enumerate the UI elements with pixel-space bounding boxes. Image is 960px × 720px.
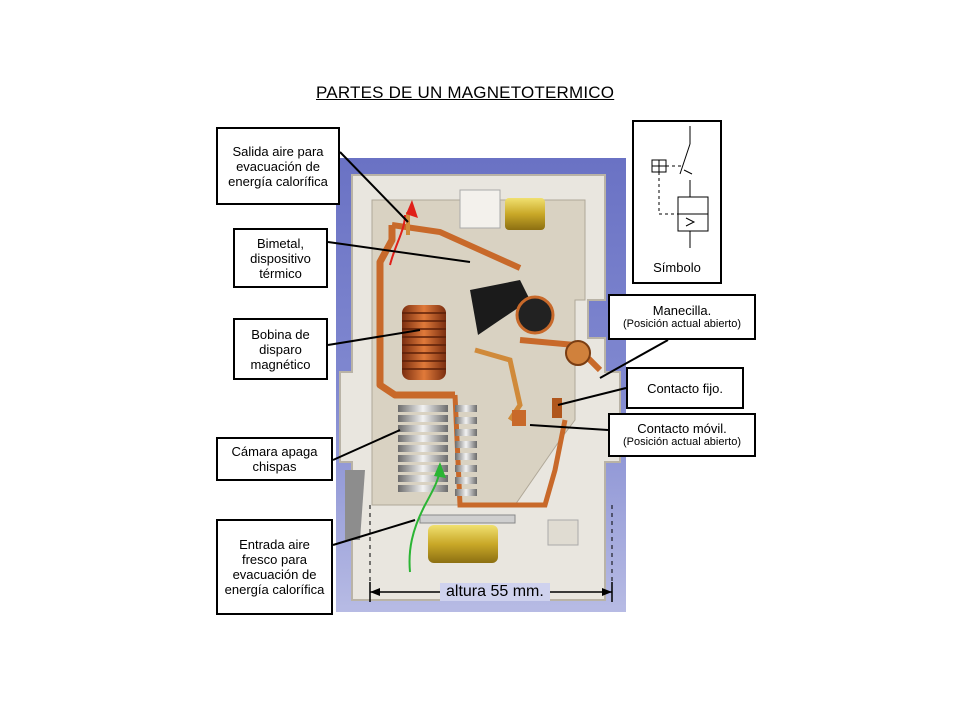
lever-pivot: [565, 340, 591, 366]
label-contacto-movil: Contacto móvil. (Posición actual abierto…: [608, 413, 756, 457]
bottom-right-block: [547, 519, 579, 546]
label-salida-aire: Salida aire para evacuación de energía c…: [216, 127, 340, 205]
hot-air-arrowhead: [406, 200, 418, 218]
dimension-label: altura 55 mm.: [440, 583, 550, 601]
label-contacto-movil-text: Contacto móvil.: [637, 421, 727, 436]
label-manecilla: Manecilla. (Posición actual abierto): [608, 294, 756, 340]
label-bimetal-text: Bimetal, dispositivo térmico: [250, 235, 311, 281]
fresh-air-arrowhead: [434, 462, 446, 478]
fixed-contact: [552, 398, 562, 418]
top-terminal-block: [459, 189, 501, 229]
page-title: PARTES DE UN MAGNETOTERMICO: [316, 83, 615, 102]
label-bimetal: Bimetal, dispositivo térmico: [233, 228, 328, 288]
label-manecilla-text: Manecilla.: [652, 303, 712, 318]
trip-latch: [470, 280, 530, 335]
leader-lines: [327, 151, 669, 546]
label-manecilla-subtext: (Posición actual abierto): [622, 318, 741, 330]
din-rail-clip: [345, 470, 365, 540]
label-entrada-aire: Entrada aire fresco para evacuación de e…: [216, 519, 333, 615]
moving-contact: [512, 410, 526, 426]
label-bobina: Bobina de disparo magnético: [233, 318, 328, 380]
label-camara: Cámara apaga chispas: [216, 437, 333, 481]
label-camara-text: Cámara apaga chispas: [231, 444, 318, 474]
bottom-terminal: [428, 525, 498, 563]
bottom-terminal-clamp: [419, 514, 516, 524]
top-terminal-screw: [505, 198, 545, 230]
symbol-box: Símbolo: [632, 120, 722, 284]
label-contacto-movil-subtext: (Posición actual abierto): [622, 436, 741, 448]
trip-spring: [515, 295, 555, 335]
fresh-air-arrow: [408, 469, 441, 573]
arc-chute-plates: [398, 405, 477, 496]
label-contacto-fijo: Contacto fijo.: [626, 367, 744, 409]
label-bobina-text: Bobina de disparo magnético: [250, 326, 311, 372]
label-salida-aire-text: Salida aire para evacuación de energía c…: [228, 143, 328, 189]
copper-conductor: [376, 225, 455, 399]
label-entrada-aire-text: Entrada aire fresco para evacuación de e…: [224, 537, 325, 597]
label-contacto-fijo-text: Contacto fijo.: [647, 380, 723, 396]
symbol-caption: Símbolo: [653, 260, 701, 275]
breaker-symbol-icon: [651, 126, 709, 248]
